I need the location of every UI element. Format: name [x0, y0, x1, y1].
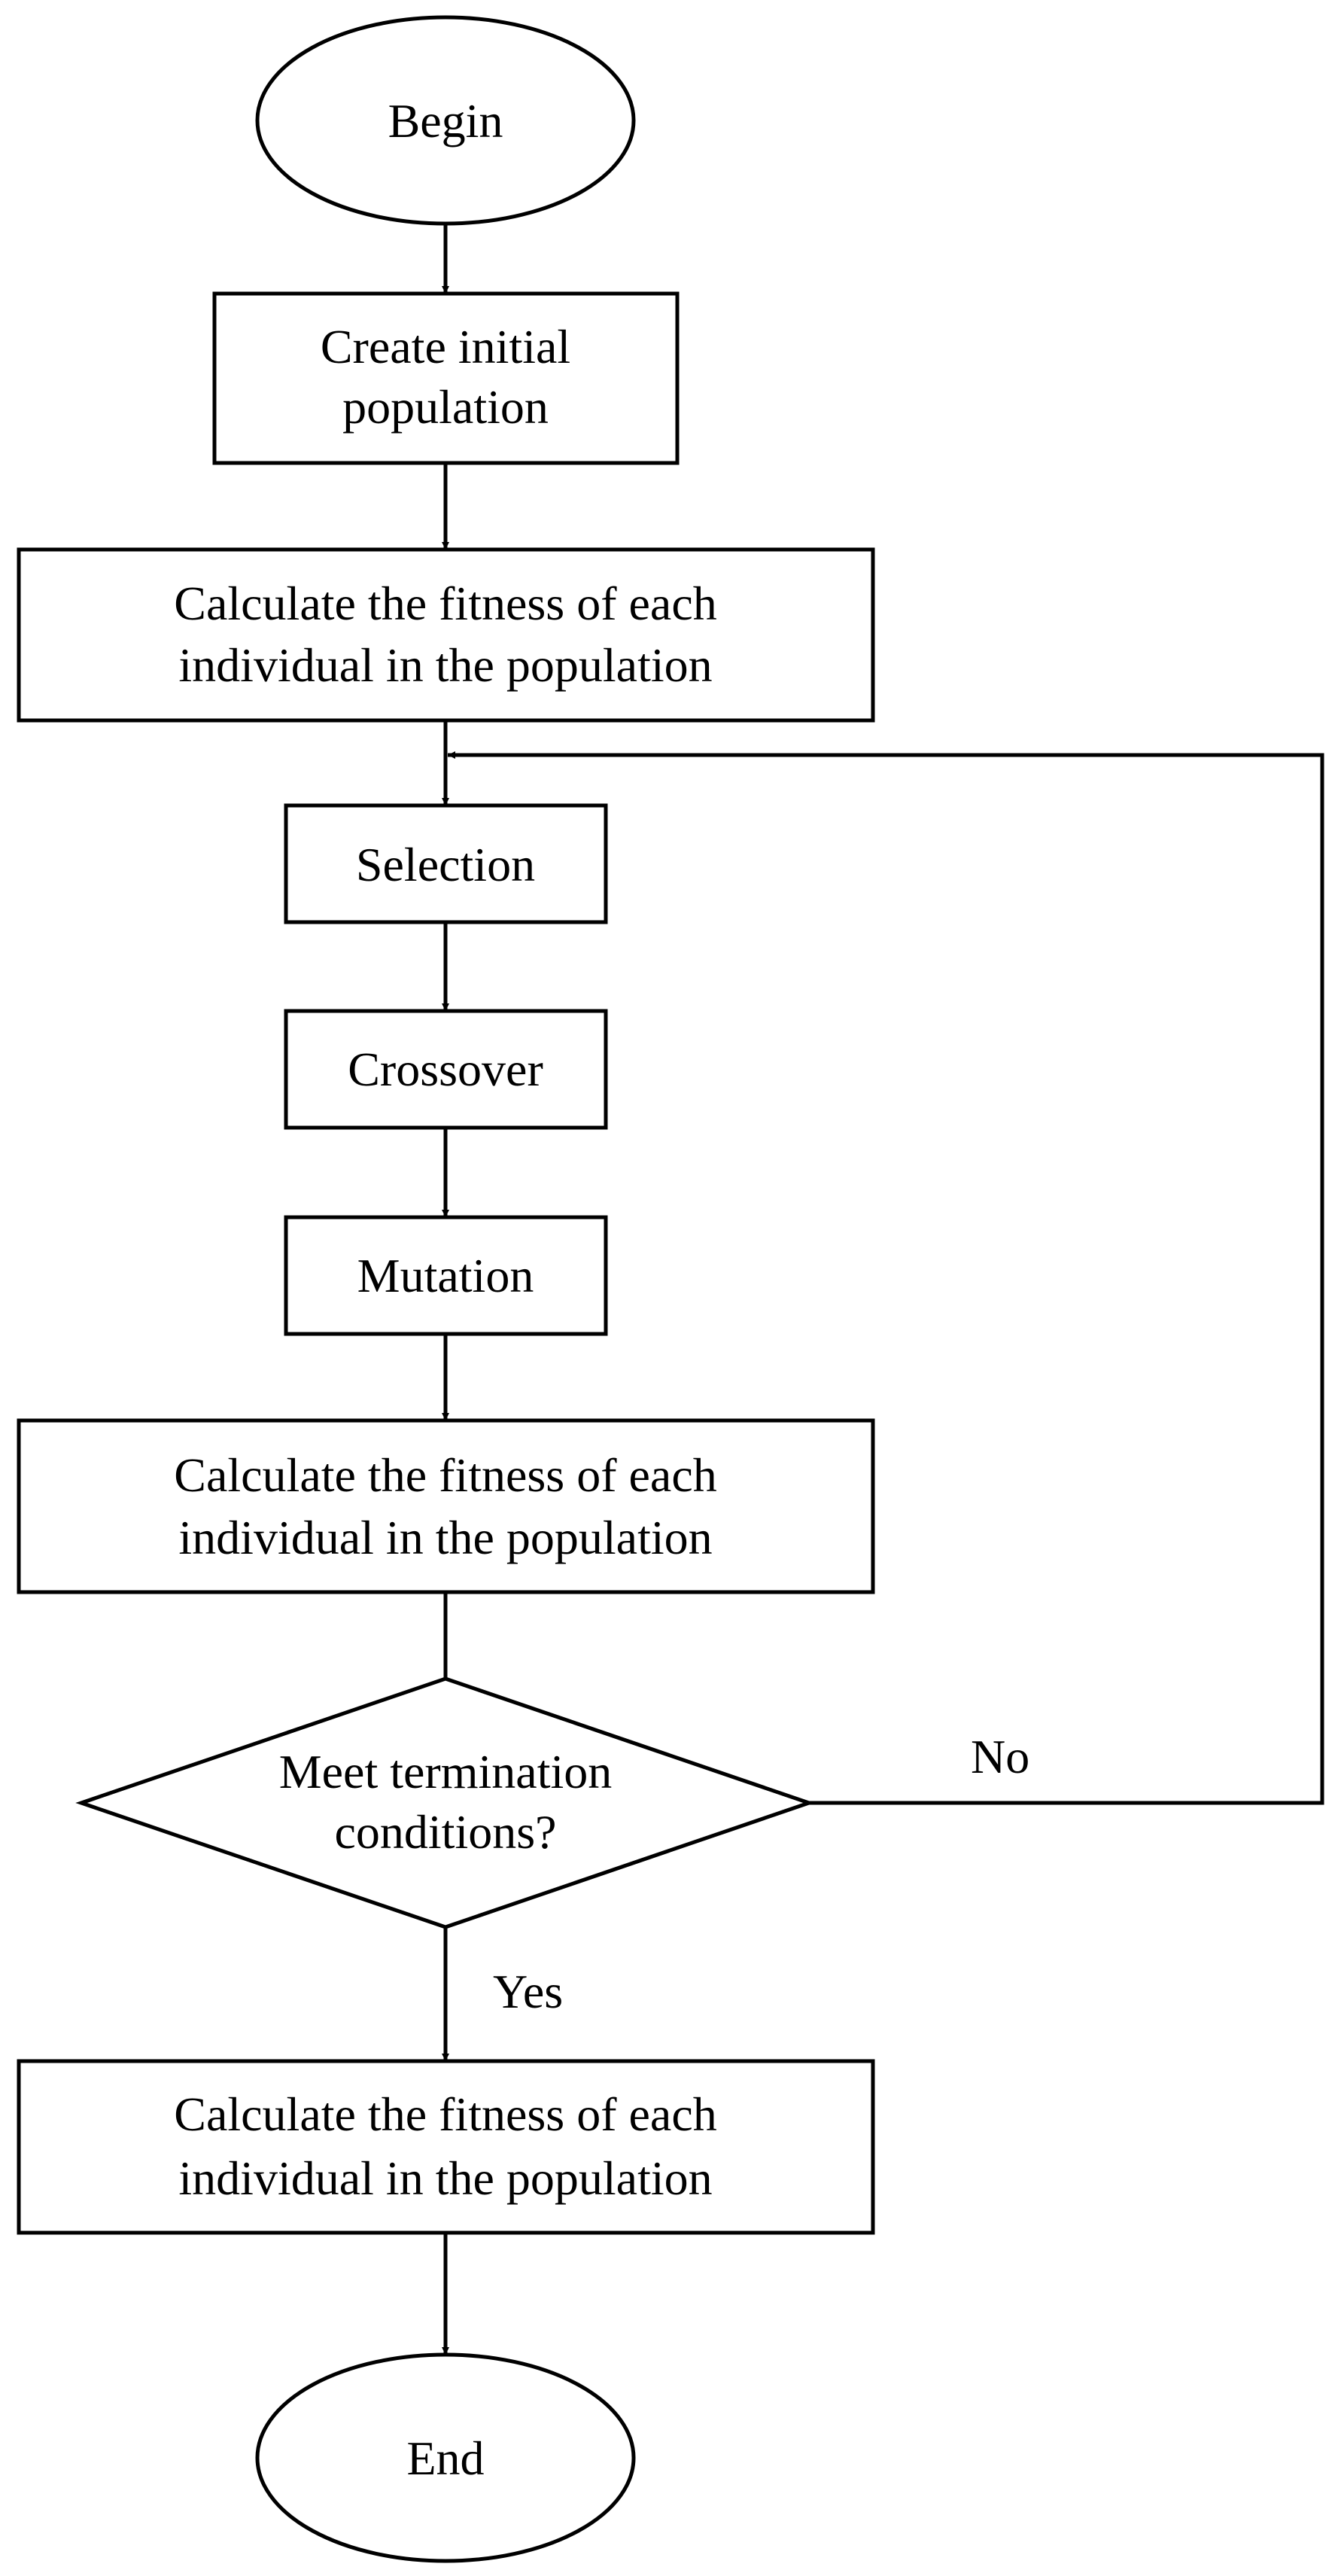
fitness-2-node-shape [17, 1418, 875, 1594]
begin-label: Begin [388, 94, 503, 148]
selection-label: Selection [356, 838, 535, 891]
create-population-label-line2: population [342, 380, 549, 434]
fitness-1-label-line1: Calculate the fitness of each [174, 577, 716, 630]
fitness-1-label-line2: individual in the population [178, 638, 712, 692]
end-label: End [406, 2431, 484, 2485]
yes-edge-label: Yes [493, 1965, 563, 2018]
fitness-2-label-line1: Calculate the fitness of each [174, 1448, 716, 1502]
termination-decision-shape [75, 1676, 815, 1929]
no-edge-label: No [971, 1730, 1029, 1783]
termination-label-line1: Meet termination [279, 1745, 613, 1798]
crossover-label: Crossover [348, 1043, 543, 1096]
fitness-3-label-line2: individual in the population [178, 2151, 712, 2205]
fitness-3-label-line1: Calculate the fitness of each [174, 2087, 716, 2141]
arrow-termination-no-loop [448, 751, 1324, 1805]
create-population-label-line1: Create initial [321, 320, 570, 373]
mutation-label: Mutation [357, 1249, 534, 1302]
create-population-node-shape [212, 291, 680, 465]
fitness-1-node-shape [17, 547, 875, 723]
fitness-2-label-line2: individual in the population [178, 1511, 712, 1564]
termination-label-line2: conditions? [334, 1805, 556, 1859]
